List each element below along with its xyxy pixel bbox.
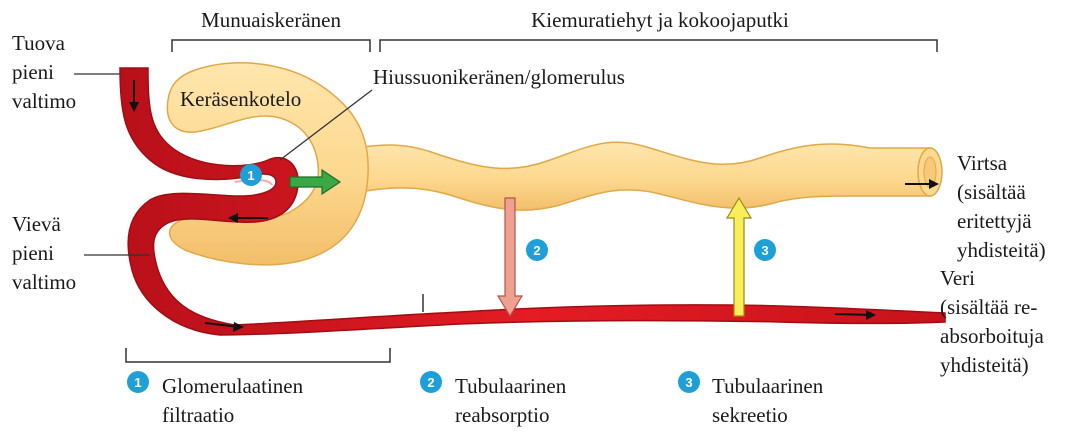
legend-filtration: 1 Glomerulaatinen filtraatio (127, 371, 304, 427)
reabsorption-arrow (498, 198, 522, 316)
svg-text:eritettyjä: eritettyjä (957, 209, 1032, 233)
capillaries-label: Hiussuonikeränen/glomerulus (373, 65, 625, 89)
secretion-arrow (727, 198, 751, 316)
svg-text:2: 2 (427, 375, 434, 390)
svg-text:Veri: Veri (940, 266, 975, 290)
svg-text:valtimo: valtimo (12, 89, 76, 113)
svg-text:sekreetio: sekreetio (712, 403, 788, 427)
svg-text:3: 3 (685, 375, 692, 390)
svg-text:1: 1 (247, 168, 254, 183)
svg-text:(sisältää re-: (sisältää re- (940, 295, 1037, 319)
capsule-label: Keräsenkotelo (180, 87, 301, 111)
blood-label: Veri (sisältää re- absorboituja yhdistei… (940, 266, 1044, 377)
legend-reabsorption: 2 Tubulaarinen reabsorptio (420, 371, 567, 427)
efferent-arteriole-label: Vievä pieni valtimo (12, 212, 76, 294)
svg-text:1: 1 (134, 375, 141, 390)
step-2-badge: 2 (526, 239, 548, 261)
svg-text:Glomerulaatinen: Glomerulaatinen (162, 374, 304, 398)
step-3-badge: 3 (754, 239, 776, 261)
svg-text:Tuova: Tuova (12, 31, 66, 55)
glomerulus-bracket (172, 40, 370, 52)
urine-label: Virtsa (sisältää eritettyjä yhdisteitä) (957, 151, 1046, 262)
svg-text:Vievä: Vievä (12, 212, 62, 236)
svg-text:absorboituja: absorboituja (940, 324, 1044, 348)
svg-text:yhdisteitä): yhdisteitä) (940, 353, 1029, 377)
afferent-arteriole-label: Tuova pieni valtimo (12, 31, 76, 113)
svg-text:(sisältää: (sisältää (957, 180, 1026, 204)
svg-text:Tubulaarinen: Tubulaarinen (455, 374, 567, 398)
svg-text:valtimo: valtimo (12, 270, 76, 294)
svg-text:filtraatio: filtraatio (162, 403, 234, 427)
svg-text:2: 2 (533, 243, 540, 258)
glomerulus-section-header: Munuaiskeränen (201, 8, 341, 32)
svg-text:Virtsa: Virtsa (957, 151, 1008, 175)
svg-text:reabsorptio: reabsorptio (455, 403, 549, 427)
step-1-badge: 1 (240, 164, 262, 186)
tubule-section-header: Kiemuratiehyt ja kokoojaputki (531, 8, 789, 32)
svg-text:yhdisteitä): yhdisteitä) (957, 238, 1046, 262)
convoluted-tubule (340, 142, 930, 210)
legend-secretion: 3 Tubulaarinen sekreetio (678, 371, 824, 427)
svg-text:Tubulaarinen: Tubulaarinen (712, 374, 824, 398)
filtration-bracket (126, 348, 390, 362)
tubule-bracket (380, 40, 937, 52)
svg-text:3: 3 (761, 243, 768, 258)
svg-text:pieni: pieni (12, 241, 54, 265)
svg-text:pieni: pieni (12, 60, 54, 84)
